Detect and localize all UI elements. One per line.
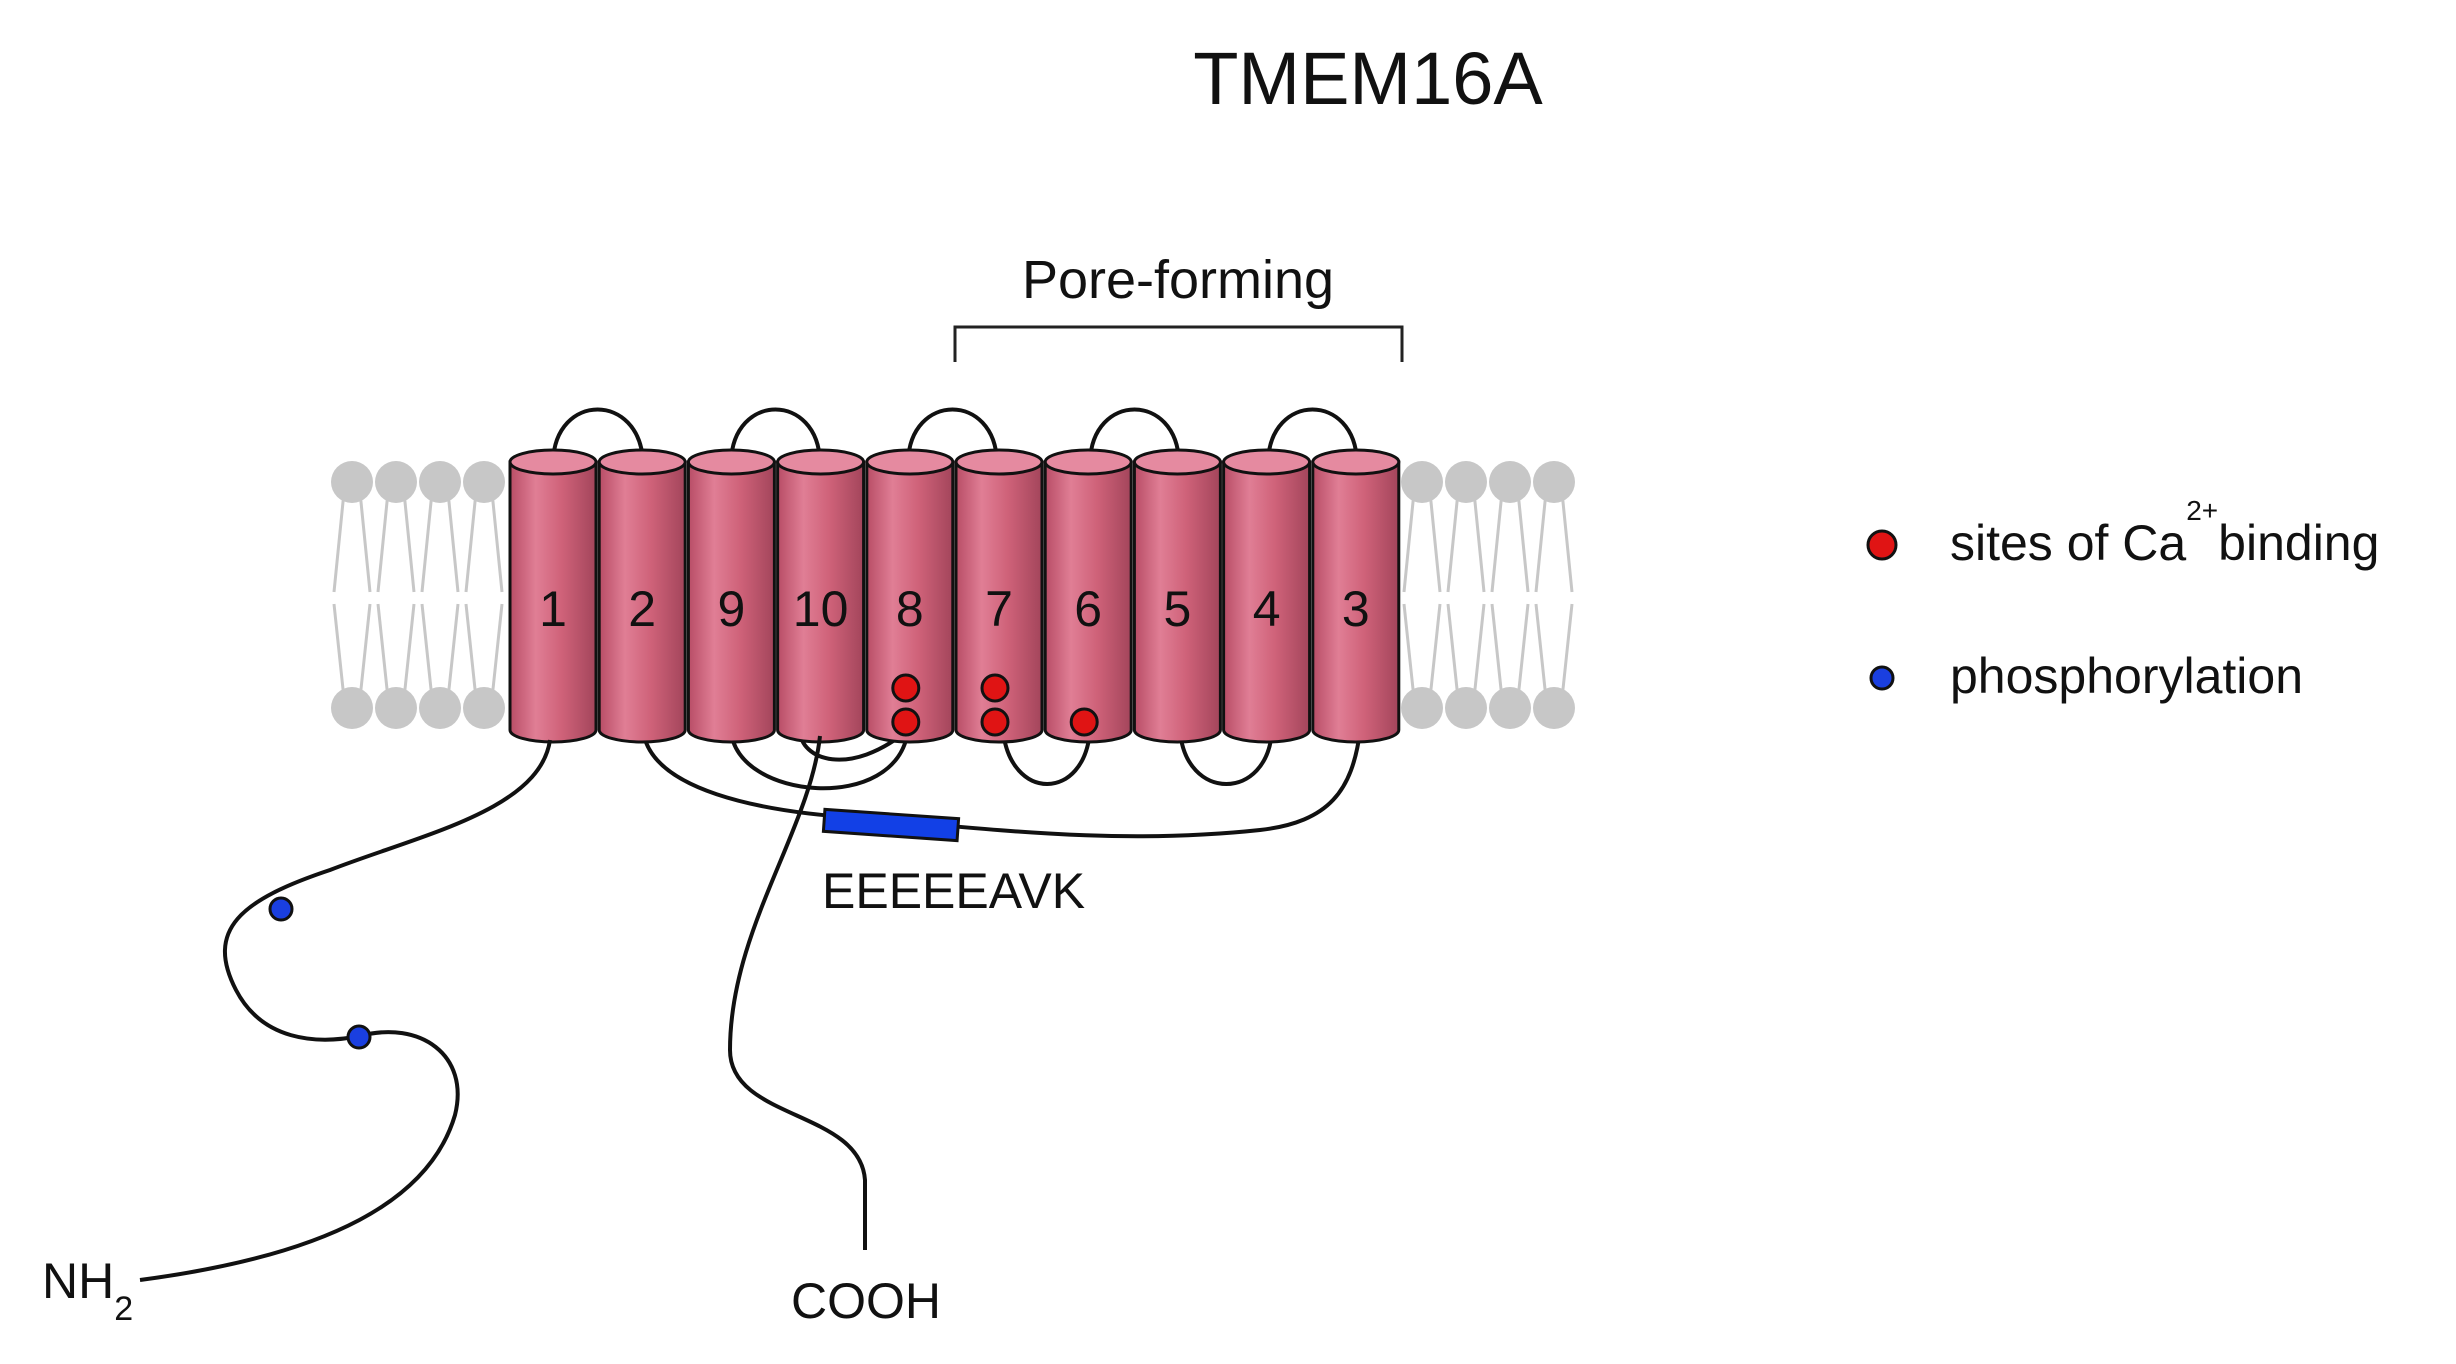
loop-6-to-5: [1088, 407, 1181, 463]
helix-1: 1: [508, 448, 598, 744]
helix-8: 8: [865, 448, 955, 744]
loop-9-to-10: [729, 729, 910, 791]
calcium-site: [891, 707, 921, 737]
extracellular-loops: [551, 407, 1359, 463]
n-terminal-chain: [139, 739, 552, 1282]
phosphorylation-legend-marker: [1869, 665, 1895, 691]
lipid: [1489, 461, 1531, 729]
calcium-legend-text-after: binding: [2218, 515, 2379, 571]
lipid: [331, 461, 373, 729]
phosphorylation-site: [346, 1024, 372, 1050]
helix-10: 10: [776, 448, 866, 744]
phosphorylation-legend-label: phosphorylation: [1950, 648, 2303, 704]
helix-label: 5: [1163, 581, 1191, 637]
calcium-legend-label: sites of Ca2+binding: [1950, 495, 2379, 571]
lipid: [1401, 461, 1443, 729]
helix-label: 10: [793, 581, 849, 637]
pore-forming-label: Pore-forming: [1022, 250, 1334, 310]
transmembrane-helices: 1 2 9 10 8 7 6 5 4 3: [508, 448, 1401, 744]
lipid-bilayer: [331, 461, 1575, 729]
helix-7: 7: [954, 448, 1044, 744]
n-terminus-main: NH: [42, 1253, 114, 1309]
loop-2-to-3: [641, 729, 1362, 839]
motif-label: EEEEEAVK: [822, 863, 1085, 919]
lipid: [1533, 461, 1575, 729]
helix-label: 1: [539, 581, 567, 637]
motif-bar: [821, 807, 961, 843]
calcium-legend-marker: [1866, 529, 1898, 561]
helix-label: 2: [628, 581, 656, 637]
n-terminus-subscript: 2: [114, 1290, 133, 1328]
lipid: [1445, 461, 1487, 729]
helix-label: 9: [717, 581, 745, 637]
calcium-legend-text-before: sites of Ca: [1950, 515, 2186, 571]
bracket-line: [953, 325, 1404, 362]
helix-9: 9: [686, 448, 776, 744]
helix-5: 5: [1132, 448, 1222, 744]
helix-label: 6: [1074, 581, 1102, 637]
figure-title: TMEM16A: [1193, 37, 1543, 120]
eeeeeavk-motif: EEEEEAVK: [821, 807, 1085, 919]
loop-9-to-10-top: [729, 407, 822, 463]
helix-3: 3: [1311, 448, 1401, 744]
phosphorylation-site: [268, 896, 294, 922]
loop-7-to-6: [1001, 729, 1092, 786]
c-terminal-tail: COOH: [727, 735, 941, 1329]
loop-5-to-4: [1178, 729, 1274, 786]
n-terminal-tail: NH2: [42, 739, 552, 1328]
helix-6: 6: [1043, 448, 1133, 744]
calcium-binding-sites: [891, 673, 1099, 737]
n-terminus-label: NH2: [42, 1253, 133, 1328]
helix-label: 4: [1253, 581, 1281, 637]
calcium-site: [1069, 707, 1099, 737]
lipid: [375, 461, 417, 729]
calcium-site: [891, 673, 921, 703]
helix-label: 7: [985, 581, 1013, 637]
c-terminal-chain: [727, 735, 867, 1250]
helix-label: 8: [896, 581, 924, 637]
calcium-site: [980, 707, 1010, 737]
helix-label: 3: [1342, 581, 1370, 637]
loop-4-to-3: [1266, 407, 1359, 463]
calcium-legend-superscript: 2+: [2186, 495, 2218, 526]
pore-forming-bracket: Pore-forming: [953, 250, 1404, 362]
lipid: [463, 461, 505, 729]
c-terminus-label: COOH: [791, 1273, 941, 1329]
helix-2: 2: [597, 448, 687, 744]
calcium-site: [980, 673, 1010, 703]
loop-8-to-7: [906, 407, 999, 463]
intracellular-loops: [641, 728, 1362, 839]
legend: sites of Ca2+binding phosphorylation: [1866, 495, 2379, 704]
loop-1-to-2: [551, 407, 645, 463]
lipid: [419, 461, 461, 729]
helix-4: 4: [1222, 448, 1312, 744]
